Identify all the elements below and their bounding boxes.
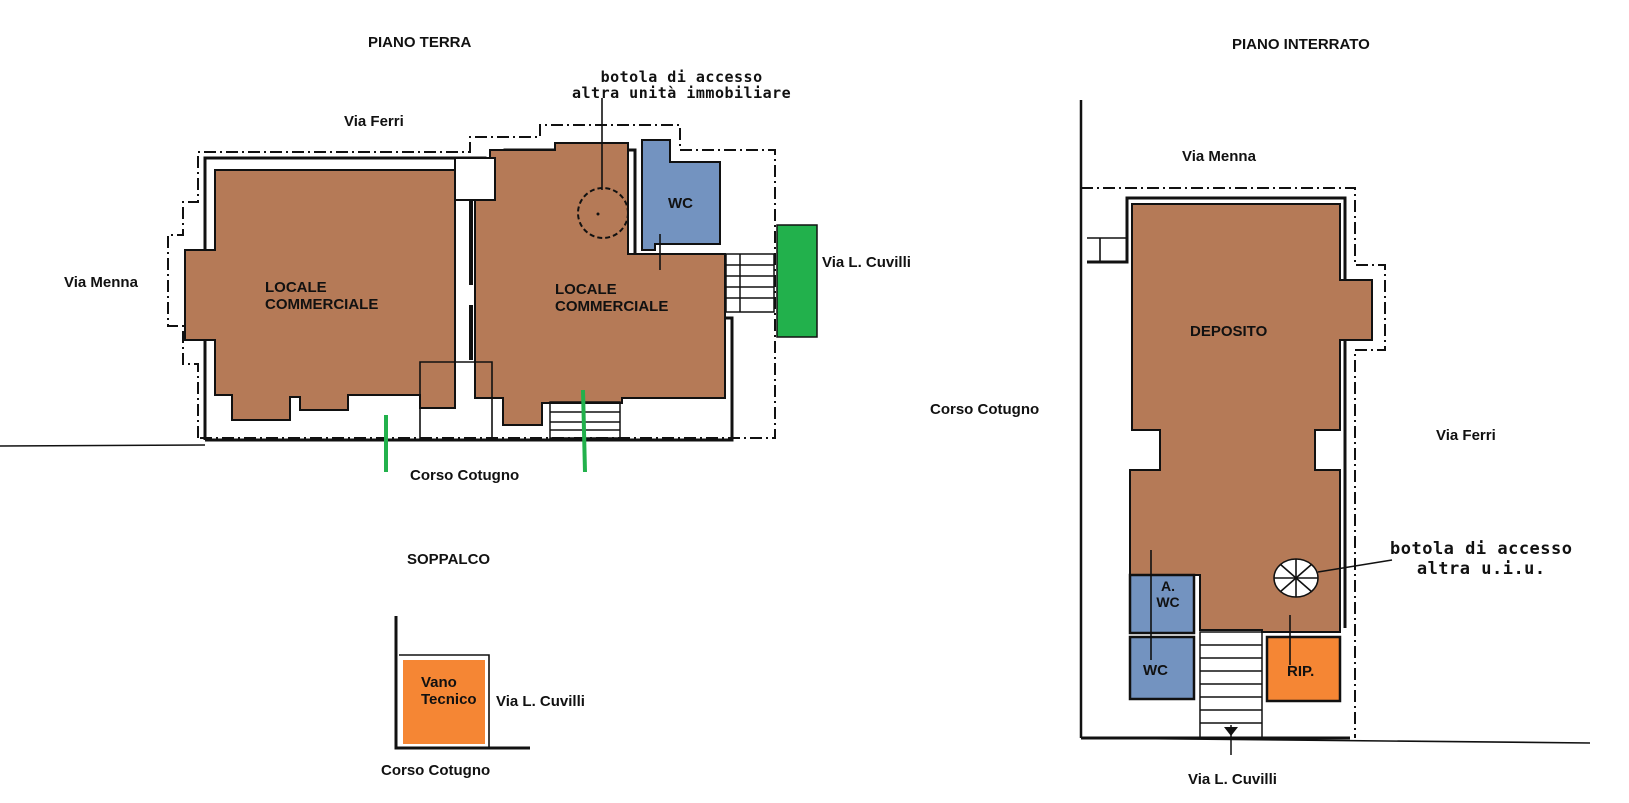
basement-street-ferri: Via Ferri	[1436, 427, 1496, 444]
mezzanine-title: SOPPALCO	[407, 551, 491, 568]
street-label-cuvilli-right: Via L. Cuvilli	[822, 254, 911, 271]
commercial-room-left-area	[184, 169, 456, 421]
mezzanine-street-cotugno: Corso Cotugno	[381, 762, 491, 779]
technical-room-area	[403, 660, 485, 744]
basement-street-menna: Via Menna	[1182, 148, 1256, 165]
technical-room-label: Vano Tecnico	[421, 674, 477, 709]
entrance-marker-right	[776, 224, 818, 338]
wc-basement-label: WC	[1143, 662, 1168, 679]
mezzanine-plan	[394, 616, 530, 750]
ground-floor-plan	[0, 98, 818, 473]
mezzanine-street-cuvilli: Via L. Cuvilli	[496, 693, 585, 710]
entrance-marker-bottom-right	[581, 389, 587, 473]
commercial-room-right-label: LOCALE COMMERCIALE	[555, 281, 669, 316]
storage-label: RIP.	[1287, 663, 1315, 680]
ground-hatch-note: botola di accesso altra unità immobiliar…	[572, 68, 792, 102]
ground-floor-title: PIANO TERRA	[368, 34, 472, 51]
basement-street-cotugno: Corso Cotugno	[930, 401, 1040, 418]
antiwc-area	[1128, 573, 1196, 635]
deposit-area	[1129, 203, 1373, 633]
basement-plan	[1079, 100, 1591, 755]
commercial-room-right-area	[474, 142, 726, 426]
commercial-room-left-label: LOCALE COMMERCIALE	[265, 279, 379, 314]
wc-ground-area	[641, 139, 721, 251]
antiwc-label: A. WC	[1156, 578, 1180, 611]
basement-hatch-note: botola di accesso altra u.i.u.	[1390, 539, 1573, 579]
street-label-ferri-top: Via Ferri	[344, 113, 404, 130]
wc-basement-area	[1128, 635, 1196, 701]
basement-title: PIANO INTERRATO	[1232, 36, 1370, 53]
street-label-cotugno-bottom: Corso Cotugno	[410, 467, 520, 484]
wc-ground-label: WC	[668, 195, 693, 212]
storage-area	[1265, 635, 1342, 703]
street-label-menna-left: Via Menna	[64, 274, 138, 291]
deposit-label: DEPOSITO	[1190, 323, 1268, 340]
basement-street-cuvilli: Via L. Cuvilli	[1188, 771, 1277, 788]
